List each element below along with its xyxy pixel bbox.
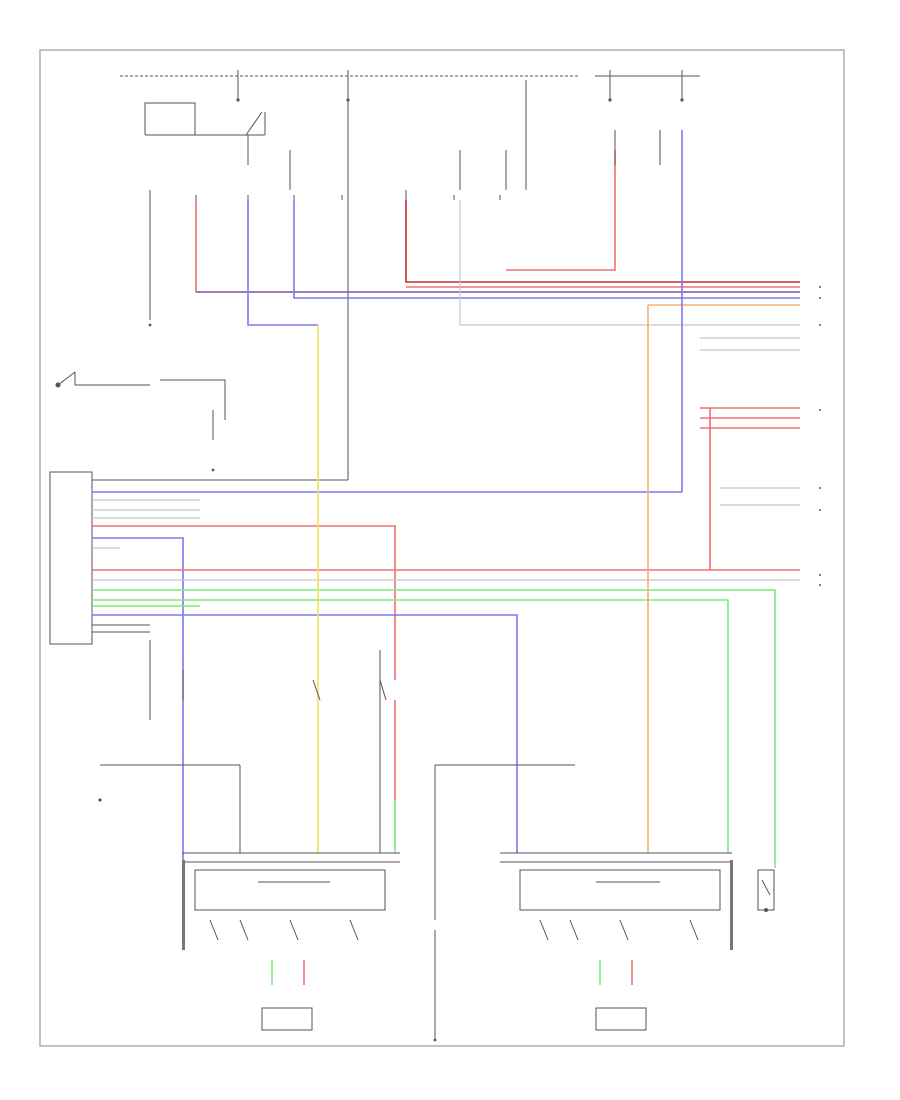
ecu-wire-harness [92,408,800,868]
left-mirror-switch [55,371,226,472]
mid-switches [149,640,396,853]
main-ecu [49,471,93,645]
power-bus [120,70,700,102]
connector-row-top [148,190,501,327]
center-ground [433,930,437,1042]
diagram-frame [39,49,845,1047]
right-door-switch [757,869,775,912]
right-terminals [700,286,821,586]
top-relay-block [144,80,527,480]
top-wire-harness [195,130,800,492]
right-mirror-assembly [434,764,733,1031]
left-mirror-assembly [98,764,400,1031]
long-vertical-wires [317,305,649,853]
